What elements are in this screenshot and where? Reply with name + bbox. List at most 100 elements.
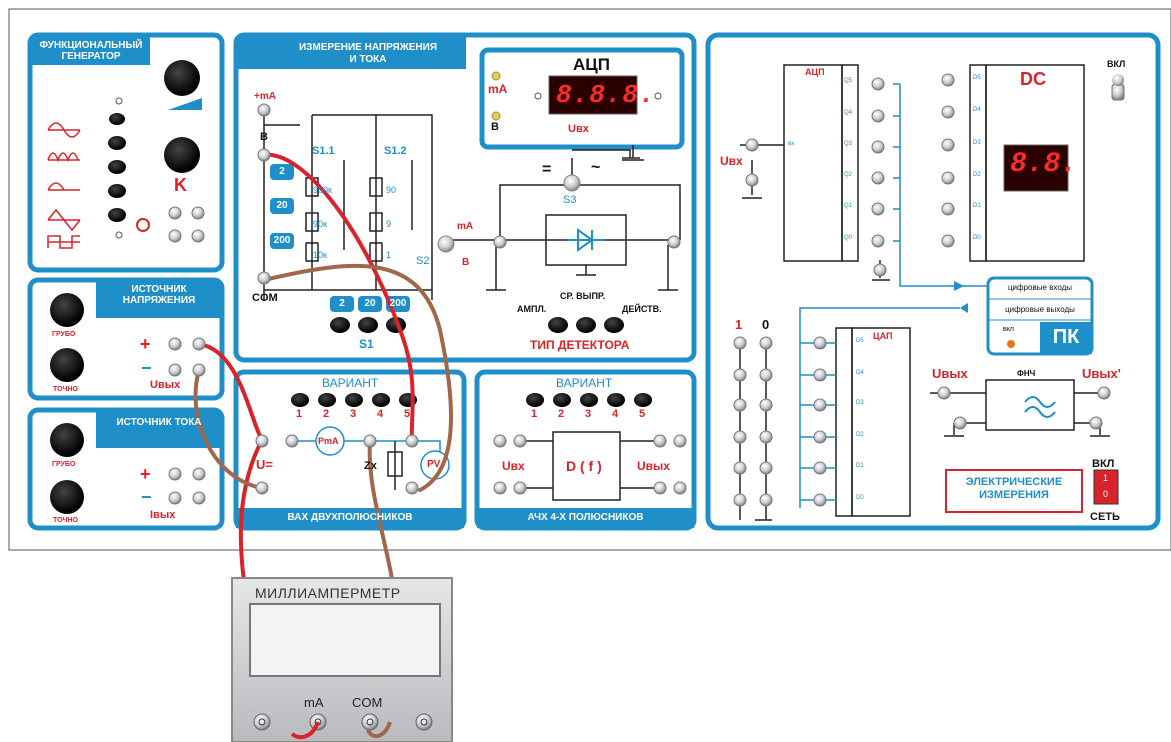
variant-4: 4	[612, 408, 619, 420]
d-label: D4	[973, 107, 981, 113]
deist-label: ДЕЙСТВ.	[622, 304, 662, 314]
variant-5: 5	[404, 408, 411, 420]
d-label: D2	[973, 172, 981, 178]
d-label: D2	[856, 432, 864, 438]
zx-label: Zx	[364, 460, 377, 472]
vax-title: ВАХ ДВУХПОЛЮСНИКОВ	[287, 512, 413, 523]
s3-label: S3	[563, 194, 577, 206]
q-label: Q3	[844, 141, 853, 147]
achh-ubyx-label: Uвых	[637, 459, 670, 473]
amplitude-knob	[164, 60, 200, 96]
dac-ubyx-label: Uвых	[932, 366, 968, 381]
sr-label: СР. ВЫПР.	[560, 291, 606, 301]
variant-3: 3	[350, 408, 357, 420]
pc-vkl-label: вкл	[1003, 326, 1014, 333]
variant-3: 3	[585, 408, 592, 420]
ma-side-label: mA	[457, 221, 474, 232]
switch-one-label: 1	[1103, 473, 1109, 483]
s12-label: S1.2	[384, 145, 407, 157]
adc-display-value: 8.8.8.	[556, 80, 656, 110]
adc-display-box	[479, 47, 685, 150]
dac-chip-label: ЦАП	[873, 331, 893, 341]
ampl-label: АМПЛ.	[517, 304, 547, 314]
variant-1: 1	[296, 408, 303, 420]
func-gen-title: ФУНКЦИОНАЛЬНЫЙ ГЕНЕРАТОР	[39, 40, 143, 62]
vax-variant-label: ВАРИАНТ	[322, 376, 379, 390]
fine-label: ТОЧНО	[53, 386, 78, 393]
adc-chip-label: АЦП	[805, 67, 825, 77]
fnch-label: ФНЧ	[1017, 369, 1036, 378]
title-plate	[945, 469, 1083, 513]
d-label: D0	[973, 235, 981, 241]
r-900k: 900к	[313, 185, 332, 195]
plus-ma-label: +mA	[254, 91, 276, 102]
power-switch	[1093, 469, 1119, 505]
logic-one-label: 1	[735, 317, 743, 332]
red-wire	[262, 152, 415, 444]
minus-label: −	[141, 358, 152, 378]
com-label: COM	[252, 292, 278, 304]
d-label: D1	[973, 203, 981, 209]
s11-label: S1.1	[312, 145, 335, 157]
q-label: Q4	[844, 110, 853, 116]
pv-label: PV	[427, 459, 441, 470]
range-badge: 20	[364, 298, 376, 309]
digital-panel	[705, 32, 1161, 531]
d-label: D3	[856, 400, 864, 406]
digital-ubx-label: Uвх	[720, 154, 743, 168]
q-label: Q2	[844, 172, 853, 178]
digital-outputs-label: цифровые выходы	[1005, 305, 1075, 314]
pc-label: ПК	[1052, 326, 1080, 348]
generator-icon	[136, 218, 150, 232]
dc-vkl-label: ВКЛ	[1107, 59, 1126, 69]
d-label: D5	[973, 75, 981, 81]
dc-display	[1003, 144, 1069, 192]
achh-title: АЧХ 4-Х ПОЛЮСНИКОВ	[527, 512, 644, 523]
variant-2: 2	[323, 408, 330, 420]
plus-label: +	[140, 464, 151, 484]
achh-variant-label: ВАРИАНТ	[556, 376, 613, 390]
d-label: D3	[973, 140, 981, 146]
multimeter-com-label: COM	[352, 695, 383, 710]
pma-label: PmA	[318, 436, 339, 446]
uout-label: Uвых	[150, 379, 181, 391]
adc-ubx-label: Uвх	[568, 123, 589, 135]
power-set-label: СЕТЬ	[1090, 511, 1120, 523]
title-plate-text: ЭЛЕКТРИЧЕСКИЕ ИЗМЕРЕНИЯ	[965, 476, 1063, 501]
adc-ma-label: mA	[488, 82, 508, 96]
u-dc-label: U=	[256, 457, 273, 472]
multimeter-screen	[249, 603, 441, 677]
dc-display-value: 8.8.	[1010, 149, 1078, 180]
measure-title: ИЗМЕРЕНИЕ НАПРЯЖЕНИЯ И ТОКА	[298, 42, 438, 65]
minus-label: −	[141, 487, 152, 507]
r-1: 1	[386, 250, 392, 260]
logic-zero-label: 0	[762, 317, 770, 332]
b-label: В	[260, 131, 268, 143]
plus-label: +	[140, 334, 151, 354]
coarse-label: ГРУБО	[52, 331, 76, 338]
iout-label: Iвых	[150, 509, 176, 521]
range-badge: 2	[279, 166, 285, 177]
adc-title: АЦП	[573, 55, 610, 74]
r-90k: 90к	[313, 219, 327, 229]
level-wedge-icon	[168, 98, 202, 110]
range-badge: 200	[389, 298, 407, 309]
multimeter-title: МИЛЛИАМПЕРМЕТР	[255, 585, 401, 601]
q-label: Q5	[844, 78, 853, 84]
variant-5: 5	[639, 408, 646, 420]
achh-ubx-label: Uвх	[502, 459, 525, 473]
d-label: D0	[856, 495, 864, 501]
q-label: Q1	[844, 203, 853, 209]
range-badge: 20	[276, 200, 288, 211]
fine-label: ТОЧНО	[53, 517, 78, 524]
bx-label: вх	[788, 141, 795, 147]
k-knob	[164, 137, 200, 173]
d-label: D1	[856, 463, 864, 469]
dc-title: DC	[1020, 69, 1046, 89]
d-label: D5	[856, 338, 864, 344]
s2-label: S2	[416, 255, 430, 267]
r-10k: 10к	[313, 250, 327, 260]
power-vkl-label: ВКЛ	[1092, 458, 1115, 470]
variant-4: 4	[377, 408, 384, 420]
